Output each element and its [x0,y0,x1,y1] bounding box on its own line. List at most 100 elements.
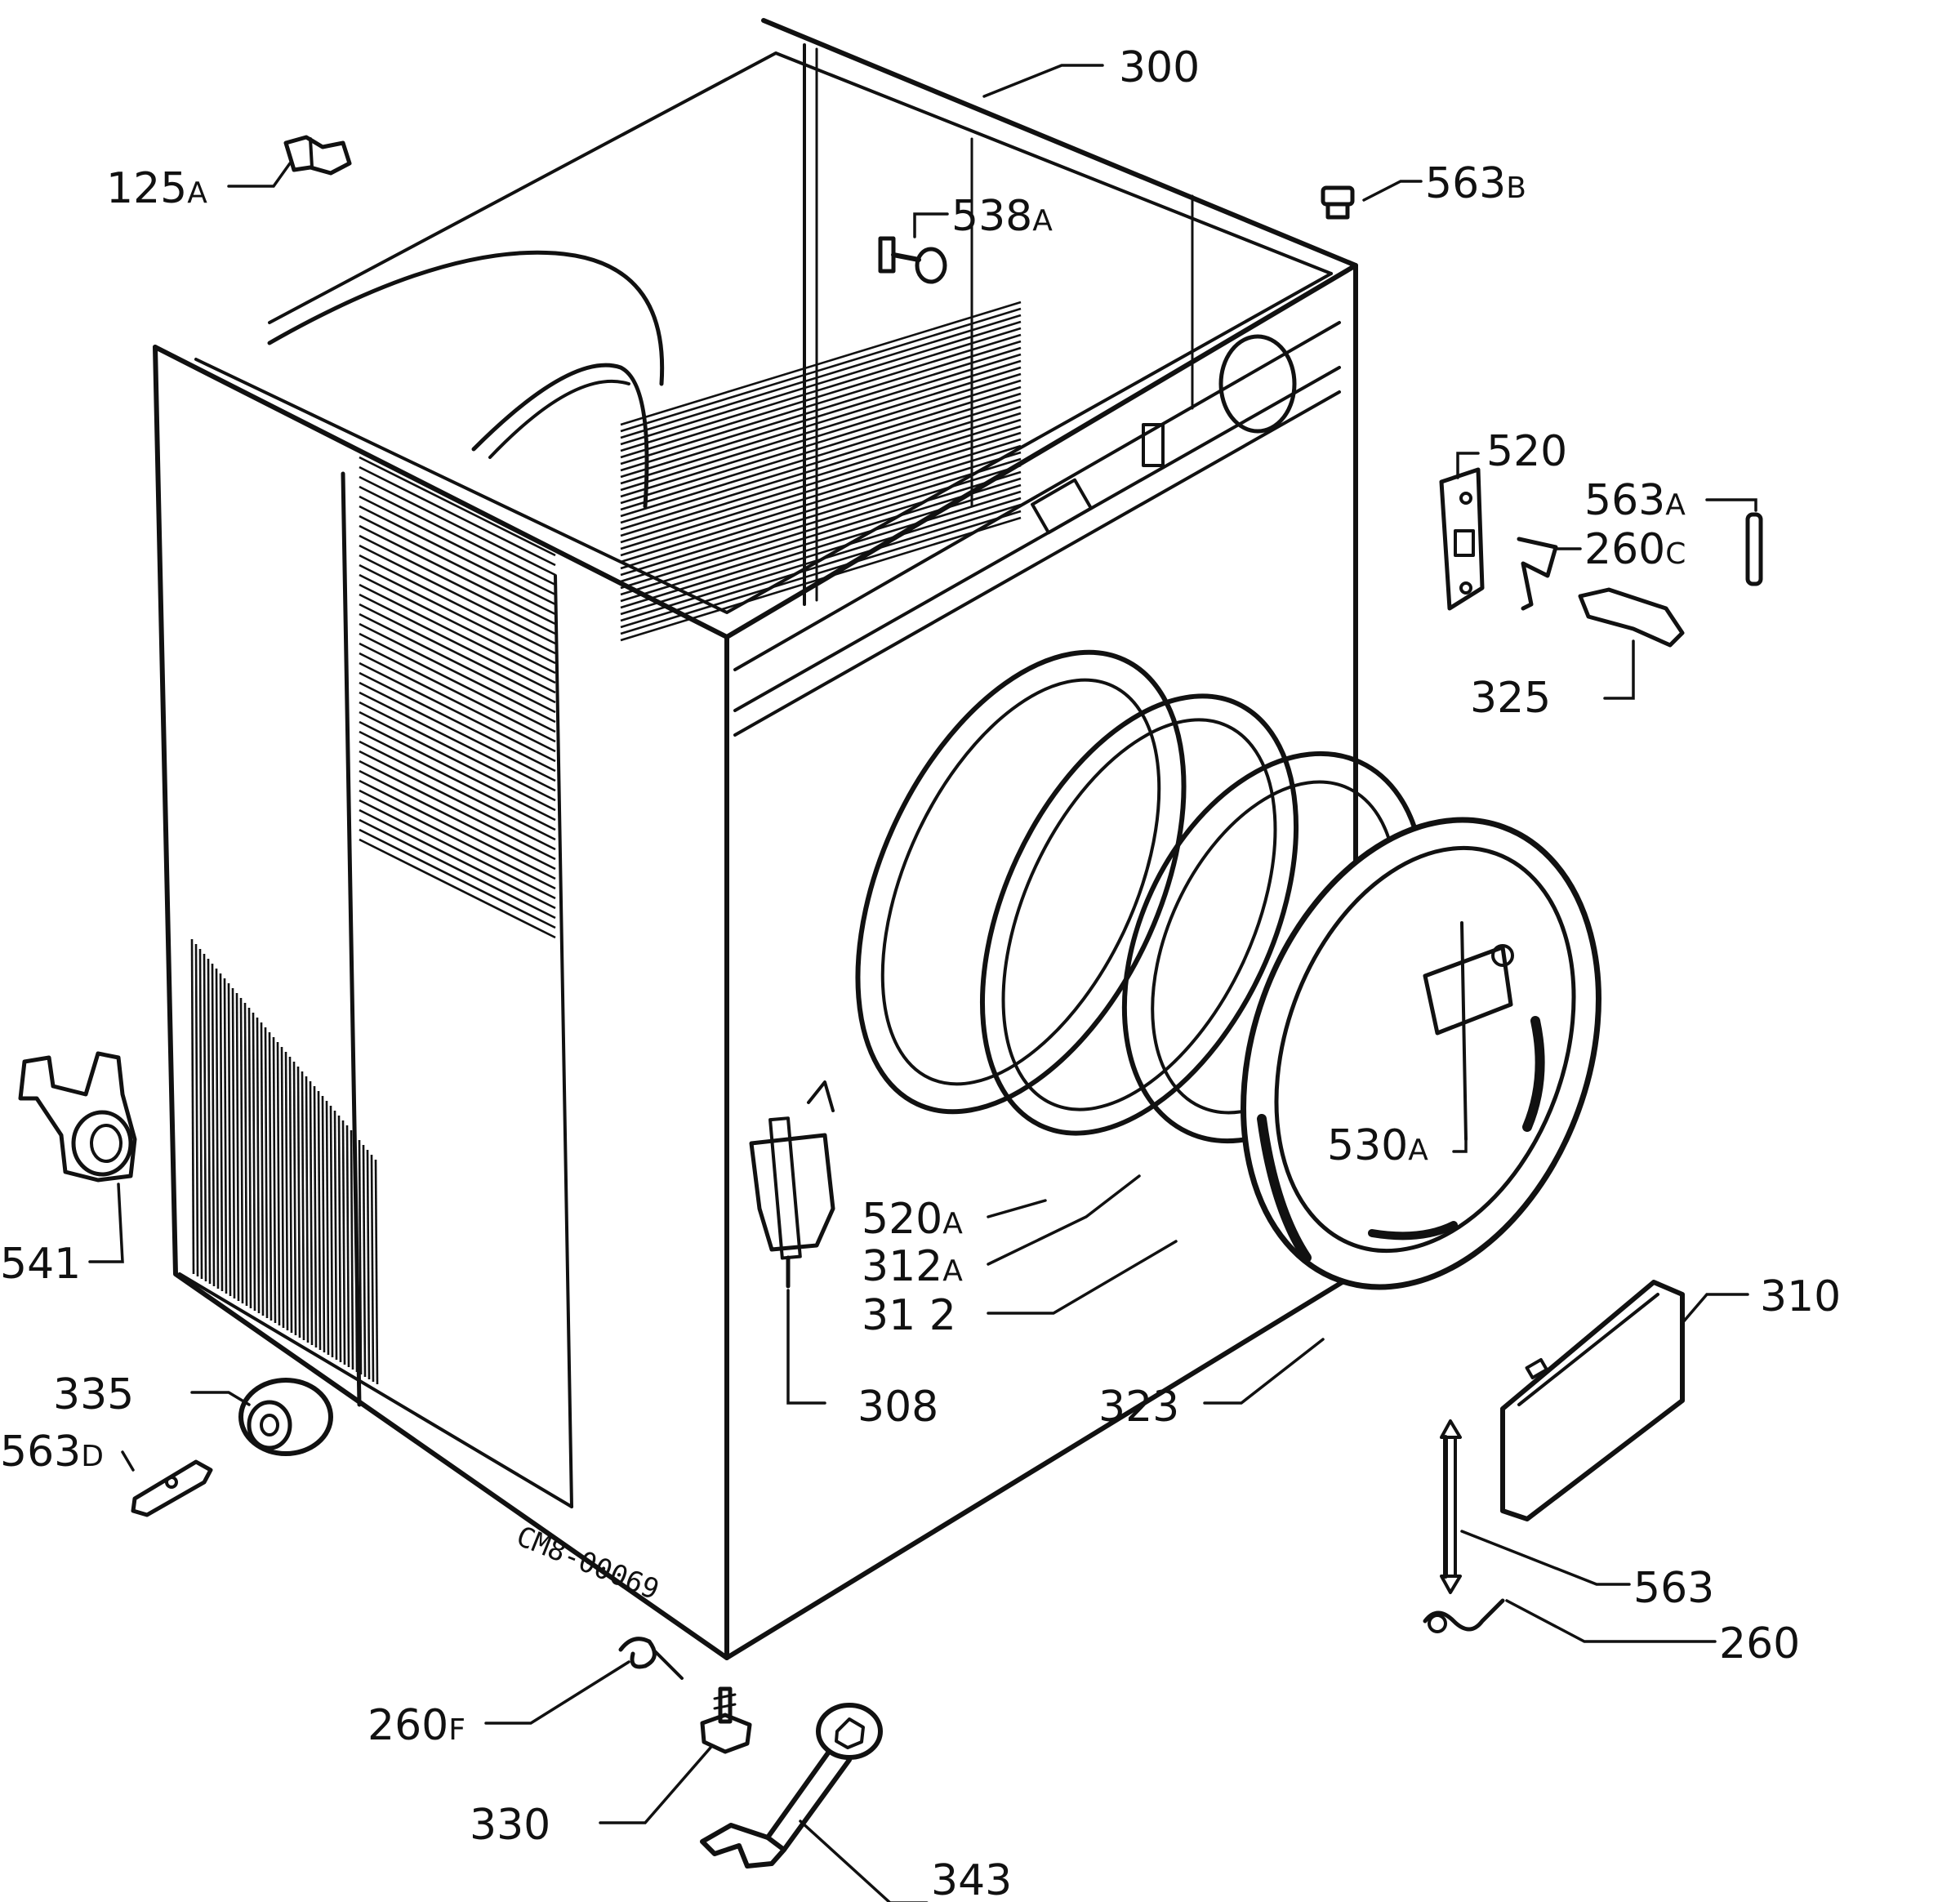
hatch-line [280,1046,285,1329]
hatch-line [620,346,1022,472]
adjustable-foot-330 [700,1686,752,1754]
callout-260f: 260F [368,1701,466,1750]
hatch-line [219,973,224,1292]
hatch-line [620,457,1022,583]
hatch-line [620,412,1022,537]
hatch-line [337,1115,342,1363]
hatch-line [247,1007,252,1309]
hatch-line [620,307,1022,433]
hatch-line [620,340,1022,465]
hatch-line [620,425,1022,550]
hatch-line [620,405,1022,531]
clip-125a [283,135,352,176]
callout-260c: 260C [1584,525,1686,574]
hatch-line [362,1144,367,1378]
callout-538a: 538A [951,192,1053,241]
spring-clip-260c [1517,537,1558,611]
hatch-line [203,953,207,1282]
hatch-line [359,710,556,812]
hatch-line [359,485,556,586]
door-latch-308 [749,1080,835,1289]
hatch-line [620,333,1022,459]
hatch-line [374,1159,379,1385]
hatch-line [359,456,556,557]
hatch-line [359,652,556,753]
callout-125a: 125A [106,164,207,213]
hatch-line [194,943,199,1277]
outer-door-ring-323 [1241,817,1601,1290]
hatch-line [296,1066,301,1339]
hatch-line [359,505,556,606]
hatch-line [235,992,240,1302]
callout-312a: 312A [862,1242,963,1291]
hatch-line [359,671,556,773]
callout-563b: 563B [1425,159,1526,208]
bracket-563d [131,1459,213,1517]
hatch-line [620,444,1022,570]
hatch-line [620,470,1022,596]
hinge-bracket-541 [18,1051,137,1183]
hatch-line [190,938,195,1275]
hatch-line [223,978,228,1294]
hatch-line [620,385,1022,511]
callout-520: 520 [1486,427,1567,476]
hatch-line [268,1031,273,1321]
hatch-line [358,1139,363,1375]
clip-260f [618,1637,684,1680]
hatch-line [272,1036,277,1324]
hatch-line [359,544,556,645]
hatch-line [359,573,556,675]
hatch-line [359,603,556,704]
hatch-line [264,1027,269,1319]
hatch-line [359,554,556,655]
hatch-line [359,583,556,684]
hatch-line [359,701,556,802]
hatch-line [359,808,556,910]
hatch-line [288,1056,293,1334]
hatch-line [620,431,1022,557]
hatch-line [252,1012,256,1312]
drawing-code: CM8-00069 [512,1520,664,1606]
hatch-line [620,392,1022,518]
callout-260: 260 [1719,1619,1800,1668]
hatch-line [620,301,1022,426]
callout-530a: 530A [1327,1121,1428,1170]
hatch-line [341,1120,346,1365]
hatch-line [325,1100,330,1356]
long-pin-563 [1440,1419,1462,1594]
hatch-line [198,948,203,1280]
hatch-line [359,828,556,929]
hatch-line [345,1125,350,1368]
hatch-line [317,1090,322,1351]
hatch-line [359,730,556,831]
hatch-line [359,789,556,890]
hatch-line [321,1095,326,1353]
plug-563b [1321,185,1355,220]
callout-343: 343 [931,1856,1012,1902]
hatch-line [359,759,556,861]
callout-563d: 563D [0,1428,104,1477]
hatch-line [359,495,556,596]
foot-335 [238,1378,333,1456]
hatch-line [359,750,556,851]
hatch-line [313,1085,318,1348]
callout-310: 310 [1760,1272,1841,1321]
hatch-line [359,818,556,920]
hatch-line [620,366,1022,492]
hatch-line [359,838,556,939]
hatch-line [620,438,1022,563]
hatch-line [359,720,556,822]
callout-563a: 563A [1584,476,1686,525]
hatch-line [359,593,556,694]
hatch-line [243,1002,248,1307]
hatch-line [215,968,220,1290]
hatch-line [359,622,556,724]
callout-563: 563 [1633,1564,1714,1613]
callout-labels: 300 125A 563B 538A 520 563A 260C 325 541… [0,43,1841,1902]
callout-330: 330 [470,1801,550,1850]
button-538a [878,236,947,284]
hatch-line [366,1149,371,1380]
hatch-line [620,372,1022,498]
hatch-line [239,997,244,1304]
callout-325: 325 [1470,674,1551,723]
